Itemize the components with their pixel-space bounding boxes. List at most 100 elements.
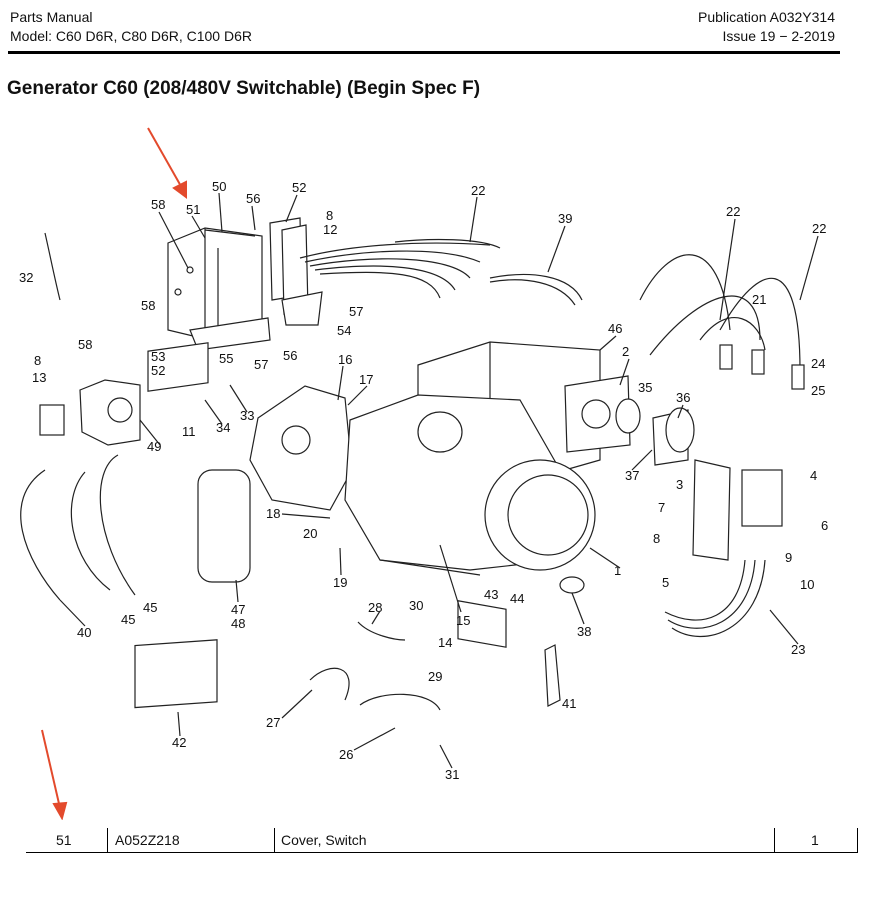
callout-label: 8 — [34, 353, 41, 368]
header-left: Parts Manual Model: C60 D6R, C80 D6R, C1… — [10, 8, 252, 46]
callout-label: 36 — [676, 390, 690, 405]
callout-label: 51 — [186, 202, 200, 217]
callout-label: 52 — [151, 363, 165, 378]
callout-label: 45 — [121, 612, 135, 627]
lead-bundle-part — [299, 238, 583, 306]
switch-cover-part — [167, 227, 271, 351]
callout-label: 3 — [676, 477, 683, 492]
callout-labels: 50 58 51 56 52 8 12 22 39 32 58 57 54 53… — [19, 179, 828, 782]
leader-lines — [59, 192, 819, 769]
callout-label: 54 — [337, 323, 351, 338]
callout-label: 22 — [726, 204, 740, 219]
column-divider — [774, 828, 775, 852]
callout-label: 58 — [78, 337, 92, 352]
callout-label: 58 — [141, 298, 155, 313]
callout-label: 52 — [292, 180, 306, 195]
callout-label: 43 — [484, 587, 498, 602]
page-title: Generator C60 (208/480V Switchable) (Beg… — [7, 78, 481, 99]
callout-label: 57 — [349, 304, 363, 319]
callout-label: 18 — [266, 506, 280, 521]
panel-part — [269, 217, 323, 326]
callout-label: 13 — [32, 370, 46, 385]
callout-label: 32 — [19, 270, 33, 285]
callout-label: 50 — [212, 179, 226, 194]
callout-label: 56 — [283, 348, 297, 363]
callout-label: 56 — [246, 191, 260, 206]
selector-switch-part — [39, 342, 209, 446]
callout-label: 12 — [323, 222, 337, 237]
callout-label: 1 — [614, 563, 621, 578]
callout-label: 33 — [240, 408, 254, 423]
callout-label: 7 — [658, 500, 665, 515]
callout-label: 57 — [254, 357, 268, 372]
callout-label: 34 — [216, 420, 230, 435]
header-right: Publication A032Y314 Issue 19 − 2-2019 — [698, 8, 835, 46]
callout-label: 28 — [368, 600, 382, 615]
publication-number: Publication A032Y314 — [698, 9, 835, 25]
cable-part — [20, 454, 136, 601]
item-number-cell: 51 — [56, 832, 72, 848]
callout-label: 44 — [510, 591, 524, 606]
description-cell: Cover, Switch — [281, 832, 367, 848]
breaker-part — [741, 469, 783, 527]
conduit-plate-part — [564, 375, 631, 453]
quantity-cell: 1 — [811, 832, 819, 848]
callout-label: 8 — [326, 208, 333, 223]
manual-title: Parts Manual — [10, 9, 93, 25]
callout-label: 5 — [662, 575, 669, 590]
callout-label: 46 — [608, 321, 622, 336]
callout-label: 47 — [231, 602, 245, 617]
callout-label: 16 — [338, 352, 352, 367]
red-arrow-icon — [41, 729, 68, 820]
red-arrow-icon — [147, 127, 187, 199]
model-line: Model: C60 D6R, C80 D6R, C100 D6R — [10, 28, 252, 44]
callout-label: 8 — [653, 531, 660, 546]
callout-label: 11 — [182, 424, 196, 439]
callout-label: 58 — [151, 197, 165, 212]
header-rule — [8, 51, 840, 54]
column-divider — [107, 828, 108, 852]
adapter-ring-part — [615, 398, 641, 434]
cable-part — [664, 559, 766, 638]
callout-label: 27 — [266, 715, 280, 730]
callout-label: 49 — [147, 439, 161, 454]
callout-label: 22 — [812, 221, 826, 236]
callout-label: 14 — [438, 635, 452, 650]
bracket-part — [692, 459, 731, 561]
issue-line: Issue 19 − 2-2019 — [722, 28, 835, 44]
callout-label: 45 — [143, 600, 157, 615]
callout-label: 29 — [428, 669, 442, 684]
column-divider — [274, 828, 275, 852]
output-leads-part — [639, 254, 805, 390]
callout-label: 48 — [231, 616, 245, 631]
callout-label: 19 — [333, 575, 347, 590]
callout-label: 38 — [577, 624, 591, 639]
callout-label: 23 — [791, 642, 805, 657]
callout-label: 53 — [151, 349, 165, 364]
callout-label: 35 — [638, 380, 652, 395]
callout-label: 22 — [471, 183, 485, 198]
callout-label: 9 — [785, 550, 792, 565]
clamp-part — [559, 576, 585, 594]
cable-part — [44, 232, 61, 301]
callout-label: 41 — [562, 696, 576, 711]
ground-strap-part — [357, 621, 406, 641]
callout-label: 4 — [810, 468, 817, 483]
callout-label: 15 — [456, 613, 470, 628]
clip-part — [544, 644, 561, 707]
gasket-part — [249, 385, 353, 511]
callout-label: 26 — [339, 747, 353, 762]
adapter-tube-part — [652, 407, 695, 466]
callout-label: 21 — [752, 292, 766, 307]
callout-label: 39 — [558, 211, 572, 226]
callout-label: 2 — [622, 344, 629, 359]
exploded-parts-diagram: 50 58 51 56 52 8 12 22 39 32 58 57 54 53… — [19, 127, 828, 820]
part-number-cell: A052Z218 — [115, 832, 180, 848]
decal-part — [134, 639, 218, 709]
callout-label: 17 — [359, 372, 373, 387]
parts-table-row: 51 A052Z218 Cover, Switch 1 — [26, 828, 858, 853]
callout-label: 20 — [303, 526, 317, 541]
ground-strap-part — [309, 667, 350, 701]
callout-label: 10 — [800, 577, 814, 592]
callout-label: 37 — [625, 468, 639, 483]
